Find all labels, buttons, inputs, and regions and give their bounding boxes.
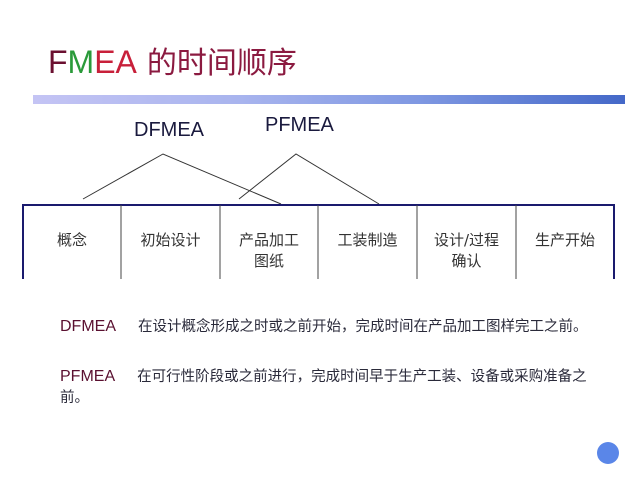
slide-title: FMEA 的时间顺序 bbox=[48, 42, 297, 82]
stage-production-start: 生产开始 bbox=[534, 231, 595, 249]
title-letter-e: E bbox=[94, 44, 116, 80]
title-letter-m: M bbox=[67, 44, 95, 80]
stage-dividers bbox=[120, 205, 517, 279]
stage-product-drawings: 产品加工 图纸 bbox=[238, 231, 299, 270]
dfmea-text: 在设计概念形成之时或之前开始，完成时间在产品加工图样完工之前。 bbox=[138, 319, 588, 335]
pfmea-span-lines bbox=[238, 153, 380, 205]
title-suffix: 的时间顺序 bbox=[146, 46, 297, 81]
stage-tooling: 工装制造 bbox=[337, 231, 398, 249]
dfmea-description: DFMEA 在设计概念形成之时或之前开始，完成时间在产品加工图样完工之前。 bbox=[60, 316, 600, 338]
title-letter-a: A bbox=[115, 44, 137, 80]
stage-concept: 概念 bbox=[56, 231, 87, 249]
dfmea-key: DFMEA bbox=[60, 318, 116, 335]
stage-validation: 设计/过程 确认 bbox=[433, 231, 500, 270]
dfmea-label: DFMEA bbox=[134, 119, 204, 141]
title-underline-bar bbox=[33, 95, 625, 104]
slide-accent-dot bbox=[597, 442, 619, 464]
stage-initial-design: 初始设计 bbox=[140, 231, 201, 249]
pfmea-key: PFMEA bbox=[60, 368, 116, 385]
pfmea-text: 在可行性阶段或之前进行，完成时间早于生产工装、设备或采购准备之前。 bbox=[60, 369, 587, 406]
dfmea-span-lines bbox=[82, 153, 282, 205]
pfmea-label: PFMEA bbox=[265, 114, 334, 136]
title-letter-f: F bbox=[48, 44, 68, 80]
